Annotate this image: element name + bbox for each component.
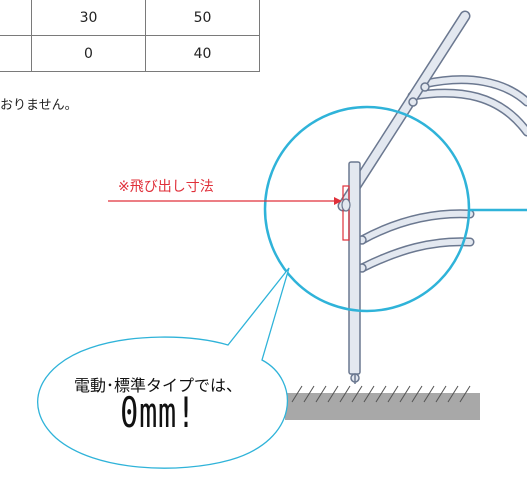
table-cell: 0: [31, 35, 146, 72]
ground: [285, 384, 480, 420]
vertical-pole: [348, 161, 361, 384]
table-cell: 50: [145, 0, 260, 36]
callout-arrow: [108, 197, 342, 205]
upper-arms: [407, 75, 527, 137]
table-cell: 40: [145, 35, 260, 72]
table-row: 0 40: [0, 35, 260, 72]
callout-label: ※飛び出し寸法: [118, 179, 214, 195]
table-note: おりません。: [0, 98, 78, 113]
protrusion-marker: [341, 185, 351, 241]
ground-top: [285, 384, 480, 393]
table-row: 30 50: [0, 0, 260, 36]
ground-hatch: [291, 385, 471, 403]
spec-table-wrap: 30 50 0 40: [0, 0, 260, 72]
diagonal-pole: [337, 10, 471, 212]
magnifier-circle: [263, 105, 471, 313]
bubble-text: 電動･標準タイプでは、: [73, 376, 242, 395]
spec-table: 30 50 0 40: [0, 0, 260, 72]
lower-arms: [357, 209, 475, 273]
bubble-value: 0mm!: [120, 388, 196, 437]
speech-bubble: [37, 267, 290, 469]
